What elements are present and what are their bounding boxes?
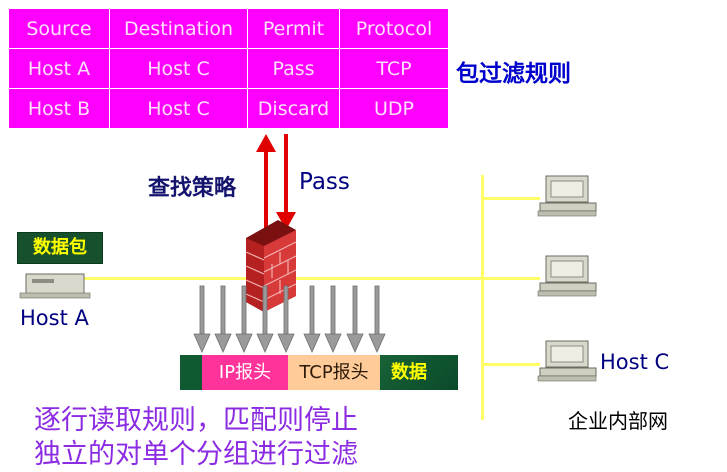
table-row: Host A Host C Pass TCP	[8, 48, 449, 89]
host-a-label: Host A	[20, 306, 89, 330]
rules-title: 包过滤规则	[456, 61, 571, 87]
column-header-permit: Permit	[247, 8, 340, 49]
branch-line	[484, 277, 540, 280]
caption-line-1: 逐行读取规则，匹配则停止	[34, 405, 358, 436]
table-cell: Host C	[109, 48, 248, 89]
table-cell: UDP	[339, 88, 449, 129]
gray-down-arrow-icon	[324, 285, 342, 353]
table-cell: Host B	[8, 88, 110, 129]
host-c-computer-icon	[537, 340, 597, 382]
packet-badge: 数据包	[17, 232, 103, 264]
gray-down-arrow-icon	[256, 285, 274, 353]
firewall-icon	[245, 220, 297, 312]
gray-down-arrow-icon	[303, 285, 321, 353]
gray-down-arrow-icon	[368, 285, 386, 353]
packet-structure: IP报头 TCP报头 数据	[180, 355, 458, 390]
host-a-computer-icon	[19, 273, 91, 299]
column-header-destination: Destination	[109, 8, 248, 49]
gray-down-arrow-icon	[235, 285, 253, 353]
inspection-arrows	[193, 285, 386, 353]
intranet-bus-line	[481, 175, 484, 420]
packet-filter-rule-table: Source Destination Permit Protocol Host …	[8, 8, 449, 129]
packet-leading-segment	[180, 355, 202, 390]
table-cell: Discard	[247, 88, 340, 129]
gray-down-arrow-icon	[277, 285, 295, 353]
intranet-computer-icon	[537, 255, 597, 297]
host-c-label: Host C	[600, 350, 670, 374]
pass-down-arrow-icon	[276, 134, 296, 230]
lookup-policy-label: 查找策略	[148, 176, 237, 201]
lookup-up-arrow-icon	[256, 134, 276, 228]
table-row: Host B Host C Discard UDP	[8, 88, 449, 129]
table-cell: Pass	[247, 48, 340, 89]
gray-down-arrow-icon	[214, 285, 232, 353]
table-cell: Host A	[8, 48, 110, 89]
branch-line	[484, 363, 540, 366]
packet-badge-label: 数据包	[33, 237, 87, 258]
intranet-computer-icon	[537, 175, 597, 217]
intranet-label: 企业内部网	[568, 409, 668, 433]
pass-label: Pass	[299, 169, 350, 195]
branch-line	[484, 197, 540, 200]
tcp-header-segment: TCP报头	[288, 355, 380, 390]
gray-down-arrow-icon	[193, 285, 211, 353]
table-header-row: Source Destination Permit Protocol	[8, 8, 449, 49]
table-cell: Host C	[109, 88, 248, 129]
column-header-source: Source	[8, 8, 110, 49]
data-segment: 数据	[391, 362, 427, 383]
caption-line-2: 独立的对单个分组进行过滤	[34, 439, 358, 470]
ip-header-segment: IP报头	[202, 355, 288, 390]
gray-down-arrow-icon	[346, 285, 364, 353]
